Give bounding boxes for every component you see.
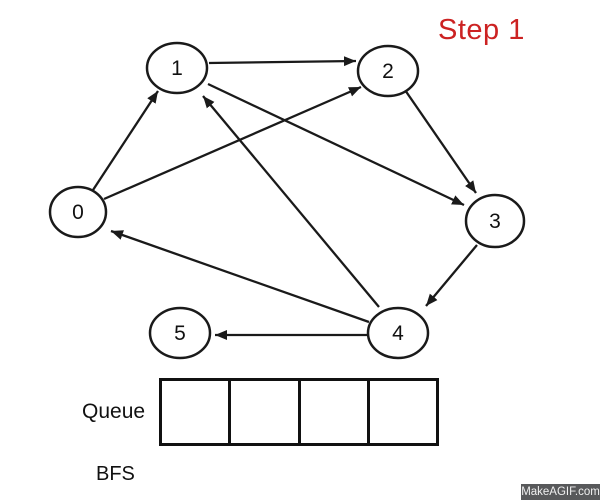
step-title: Step 1 — [438, 14, 525, 46]
queue-cell-1 — [228, 381, 297, 443]
edge-layer — [92, 56, 478, 340]
edge-3-4 — [425, 244, 478, 307]
node-layer: 0 1 2 3 4 5 — [48, 41, 526, 360]
watermark: MakeAGIF.com — [521, 484, 600, 500]
node-3-label: 3 — [489, 210, 501, 233]
edge-4-0 — [110, 229, 370, 324]
queue-cell-3 — [366, 381, 436, 443]
edge-0-2 — [103, 85, 362, 201]
algorithm-label: BFS — [96, 463, 135, 485]
node-5-label: 5 — [174, 322, 186, 345]
queue-cell-2 — [297, 381, 367, 443]
node-1-label: 1 — [171, 57, 183, 80]
edge-1-3 — [207, 82, 465, 207]
edge-1-2 — [208, 56, 357, 67]
node-0-label: 0 — [72, 201, 84, 224]
node-4: 4 — [366, 306, 430, 360]
node-5: 5 — [148, 306, 212, 360]
node-2: 2 — [356, 44, 420, 98]
edge-2-3 — [404, 89, 477, 194]
queue-label: Queue — [82, 400, 146, 423]
node-2-label: 2 — [382, 60, 394, 83]
node-4-label: 4 — [392, 322, 404, 345]
queue-cell-0 — [162, 381, 228, 443]
node-3: 3 — [464, 193, 526, 249]
node-1: 1 — [145, 41, 209, 95]
edge-4-1 — [202, 95, 380, 308]
queue-box — [159, 378, 439, 446]
node-0: 0 — [48, 185, 108, 239]
edge-0-1 — [92, 90, 159, 191]
